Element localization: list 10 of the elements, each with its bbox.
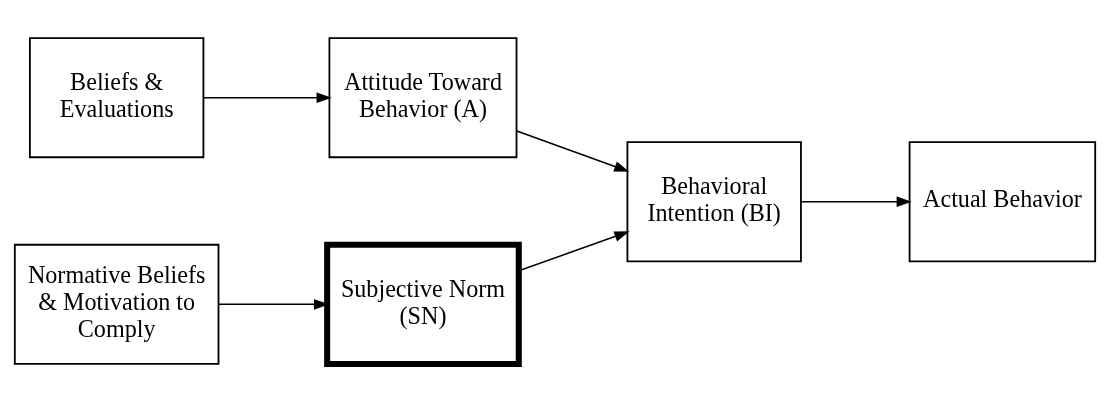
node-box: Normative Beliefs & Motivation to Comply [13,243,220,365]
node-box: Beliefs & Evaluations [29,37,205,159]
node-box: Subjective Norm (SN) [324,241,522,367]
arrow [518,231,630,272]
node-box: Attitude Toward Behavior (A) [328,37,518,159]
arrow [516,130,630,172]
node-box: Behavioral Intention (BI) [626,141,802,263]
arrow [800,196,912,208]
node-box: Actual Behavior [908,141,1097,263]
arrow [202,92,332,103]
